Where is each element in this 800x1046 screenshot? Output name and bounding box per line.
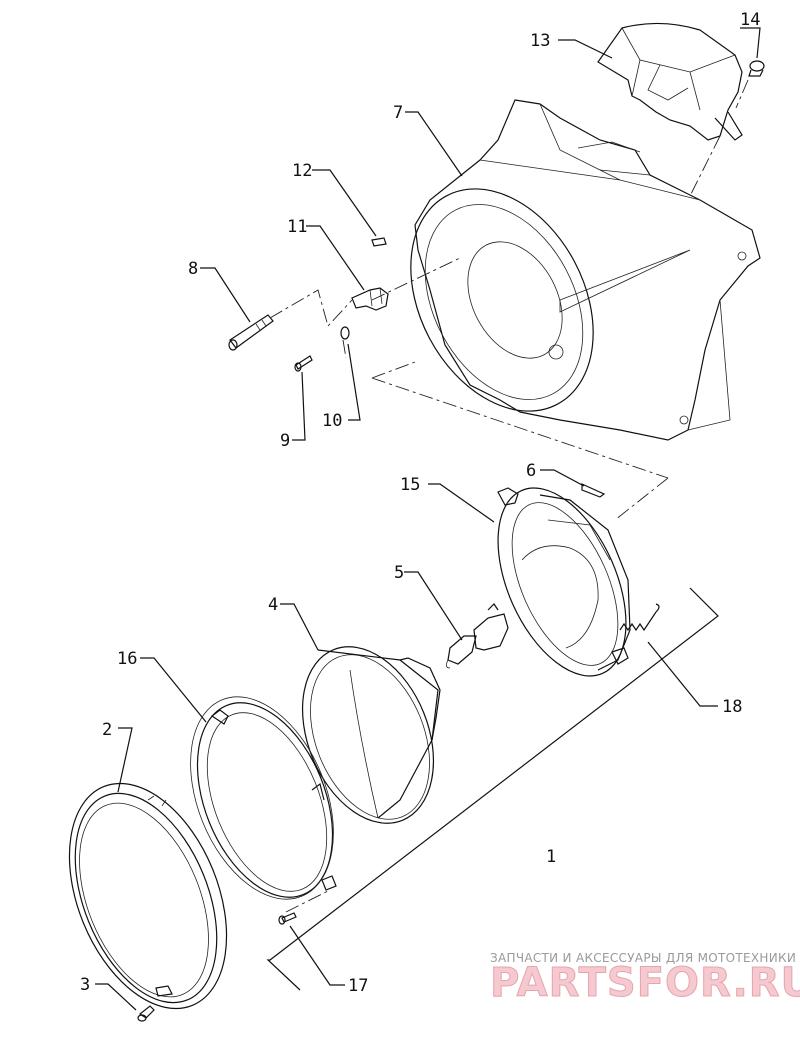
- part-8-bolt: [228, 314, 274, 351]
- part-14-screw: [748, 60, 765, 77]
- part-9-small-screw: [294, 355, 313, 372]
- watermark-tagline: ЗАПЧАСТИ И АКСЕССУАРЫ ДЛЯ МОТОТЕХНИКИ: [490, 951, 796, 965]
- label-part-15: 15: [400, 475, 420, 495]
- label-part-2: 2: [102, 720, 112, 740]
- label-part-8: 8: [188, 259, 198, 279]
- part-15-reflector-bracket: [497, 487, 631, 677]
- label-part-6: 6: [526, 461, 536, 481]
- label-part-18: 18: [722, 697, 742, 717]
- watermark-logo: PARTSFOR.RU: [490, 960, 800, 1006]
- label-part-12: 12: [292, 161, 312, 181]
- part-16-retaining-ring: [190, 696, 337, 900]
- part-10-washer: [340, 326, 350, 340]
- part-12-pin: [371, 237, 387, 247]
- label-part-3: 3: [80, 975, 90, 995]
- part-2-bezel: [68, 782, 228, 1010]
- part-6-clip: [581, 483, 606, 498]
- part-11-adjuster: [351, 287, 389, 311]
- part-5-bulb: [446, 603, 509, 669]
- part-7-headlight-housing: [410, 99, 761, 441]
- label-part-11: 11: [287, 217, 307, 237]
- part-4-sealed-beam: [301, 646, 441, 824]
- label-part-17: 17: [348, 976, 368, 996]
- label-part-9: 9: [280, 431, 290, 451]
- part-3-screw: [137, 1005, 155, 1022]
- part-18-spring: [619, 603, 660, 632]
- alignment-lines: [269, 79, 749, 913]
- label-part-10: 10: [322, 411, 342, 431]
- part-17-screw: [278, 912, 297, 925]
- label-part-7: 7: [393, 103, 403, 123]
- label-part-5: 5: [394, 563, 404, 583]
- label-part-14: 14: [740, 10, 760, 30]
- part-labels: 13 14 7 12 11 8 10 9 6 15 5 4 16 18 2 1 …: [80, 10, 760, 996]
- label-part-16: 16: [117, 649, 137, 669]
- leader-lines: [95, 27, 761, 1011]
- watermark: ЗАПЧАСТИ И АКСЕССУАРЫ ДЛЯ МОТОТЕХНИКИ PA…: [490, 951, 800, 1007]
- label-part-13: 13: [530, 31, 550, 51]
- label-part-4: 4: [268, 595, 278, 615]
- assembly-1-bracket: [266, 587, 719, 991]
- label-part-1: 1: [546, 847, 556, 867]
- part-13-top-cover: [597, 22, 743, 141]
